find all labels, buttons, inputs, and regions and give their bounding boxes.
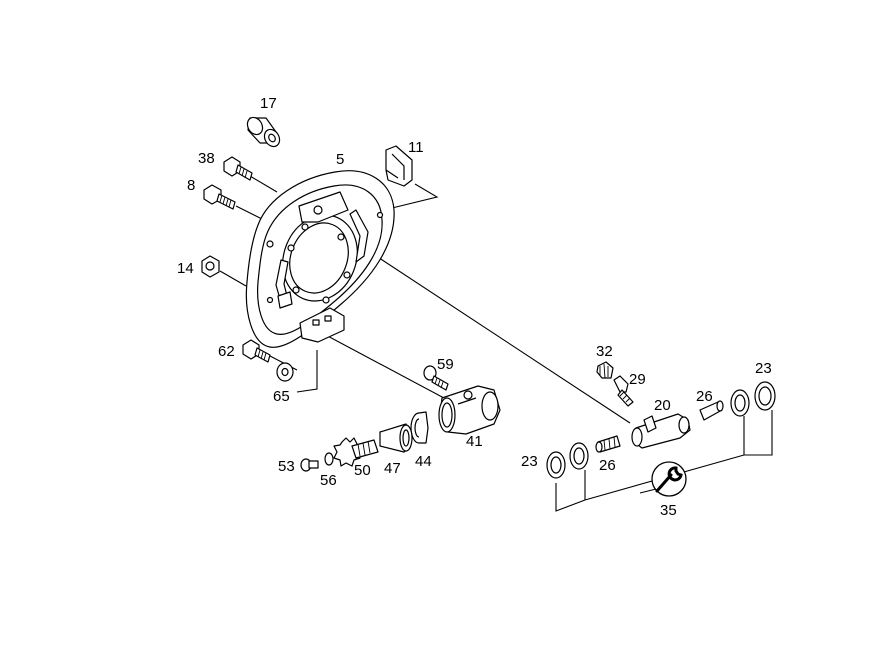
backing-plate bbox=[245, 170, 395, 348]
wrench-icon bbox=[651, 461, 687, 497]
callout-23-left: 23 bbox=[521, 453, 538, 470]
part-41-wheel-cylinder bbox=[438, 385, 501, 435]
callout-11: 11 bbox=[408, 139, 424, 156]
part-44-seal bbox=[410, 411, 429, 444]
part-23-cup-left-outer bbox=[546, 451, 566, 479]
callout-44: 44 bbox=[415, 453, 432, 470]
callout-23-right: 23 bbox=[755, 360, 772, 377]
part-47-cup bbox=[379, 423, 413, 453]
callout-50: 50 bbox=[354, 462, 371, 479]
callout-35: 35 bbox=[660, 502, 677, 519]
part-65-washer bbox=[276, 362, 294, 382]
callout-32: 32 bbox=[596, 343, 613, 360]
part-53-screw bbox=[300, 458, 319, 472]
callout-65: 65 bbox=[273, 388, 290, 405]
part-20-cylinder bbox=[631, 413, 691, 449]
callout-8: 8 bbox=[187, 177, 195, 194]
callout-38: 38 bbox=[198, 150, 215, 167]
callout-20: 20 bbox=[654, 397, 671, 414]
callout-47: 47 bbox=[384, 460, 401, 477]
part-59-bolt bbox=[423, 365, 449, 391]
callout-62: 62 bbox=[218, 343, 235, 360]
part-8-bolt bbox=[203, 184, 236, 210]
part-56-ring bbox=[324, 452, 334, 466]
callout-5: 5 bbox=[336, 151, 344, 168]
callout-59: 59 bbox=[437, 356, 454, 373]
part-38-bolt bbox=[223, 156, 253, 181]
callout-14: 14 bbox=[177, 260, 194, 277]
part-14-nut bbox=[201, 255, 220, 278]
callout-labels: 5 8 11 14 17 20 23 23 26 26 29 32 35 38 … bbox=[177, 95, 772, 519]
part-11-clip bbox=[385, 145, 413, 187]
callout-53: 53 bbox=[278, 458, 295, 475]
callout-26-left: 26 bbox=[599, 457, 616, 474]
part-29-bleeder-screw bbox=[613, 375, 634, 407]
part-62-bolt bbox=[242, 339, 271, 363]
part-17-sleeve bbox=[246, 116, 281, 148]
part-23-cup-left-inner bbox=[569, 442, 589, 470]
part-32-cap bbox=[596, 361, 614, 379]
part-26-piston-left bbox=[595, 435, 621, 453]
callout-17: 17 bbox=[260, 95, 277, 112]
callout-26-right: 26 bbox=[696, 388, 713, 405]
callout-29: 29 bbox=[629, 371, 646, 388]
part-23-cup-right-inner bbox=[730, 389, 750, 417]
part-23-cup-right-outer bbox=[754, 381, 776, 411]
callout-41: 41 bbox=[466, 433, 483, 450]
callout-56: 56 bbox=[320, 472, 337, 489]
part-26-piston-right bbox=[699, 400, 724, 421]
part-50-adjuster bbox=[333, 437, 379, 467]
